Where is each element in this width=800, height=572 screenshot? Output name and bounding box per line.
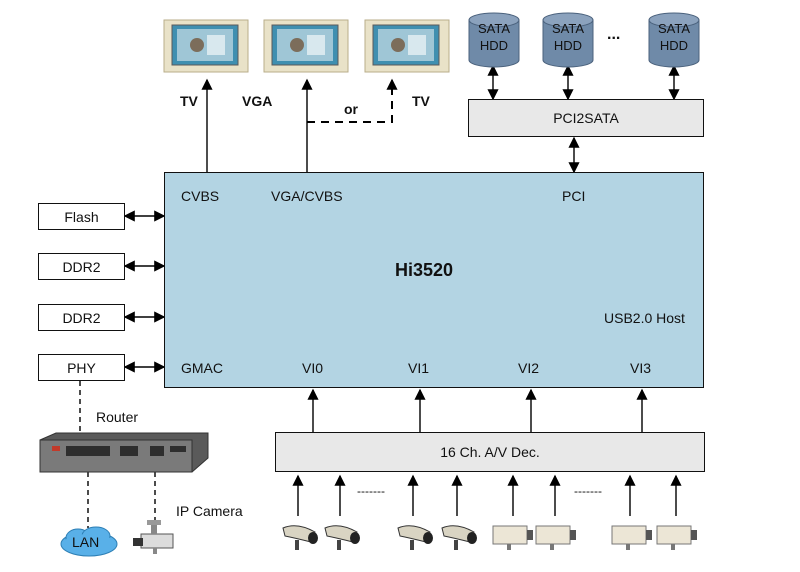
tv-output-label-2: TV — [412, 93, 430, 109]
vi0-port-label: VI0 — [302, 360, 324, 376]
vga-cvbs-port-label: VGA/CVBS — [271, 188, 343, 204]
hdd-icon — [542, 12, 594, 68]
camera-group-ellipsis-right: ------- — [574, 484, 602, 498]
router-icon — [39, 432, 209, 473]
or-dashed-path — [307, 84, 393, 123]
box-camera-icon-3 — [611, 525, 652, 550]
box-camera-icon-4 — [656, 525, 697, 550]
cvbs-port-label: CVBS — [181, 188, 220, 204]
ddr2-box-2: DDR2 — [38, 304, 125, 331]
vi2-port-label: VI2 — [518, 360, 540, 376]
or-label: or — [344, 101, 358, 117]
camera-group-ellipsis-left: ------- — [357, 484, 385, 498]
analog-camera-icon-1 — [282, 525, 318, 550]
vi1-port-label: VI1 — [408, 360, 430, 376]
tv-monitor-icon — [163, 19, 249, 73]
hi3520-soc-block: CVBS VGA/CVBS PCI Hi3520 USB2.0 Host GMA… — [164, 172, 704, 388]
box-camera-icon-2 — [535, 525, 576, 550]
sata-hdd-2: SATA HDD — [542, 12, 594, 68]
ip-camera-icon — [133, 520, 174, 554]
sata-hdd-3: SATA HDD — [648, 12, 700, 68]
hdd-line2: HDD — [479, 38, 509, 53]
analog-camera-icon-2 — [324, 525, 360, 550]
hdd-line2: HDD — [553, 38, 583, 53]
vga-output-label: VGA — [242, 93, 273, 109]
analog-camera-icon-3 — [397, 525, 433, 550]
hdd-line1: SATA — [657, 21, 691, 36]
lan-label: LAN — [72, 534, 100, 550]
ddr2-box-1: DDR2 — [38, 253, 125, 280]
usb-port-label: USB2.0 Host — [604, 310, 685, 326]
hdd-icon — [468, 12, 520, 68]
box-camera-icon-1 — [492, 525, 533, 550]
vi3-port-label: VI3 — [630, 360, 652, 376]
hdd-ellipsis: ... — [607, 26, 621, 43]
lan-cloud-icon — [60, 526, 118, 557]
router-label: Router — [96, 409, 139, 425]
tv-output-label: TV — [180, 93, 198, 109]
tv-monitor-icon-2 — [364, 19, 450, 73]
flash-box: Flash — [38, 203, 125, 230]
hdd-line2: HDD — [659, 38, 689, 53]
ip-camera-label: IP Camera — [176, 503, 243, 519]
analog-camera-icon-4 — [441, 525, 477, 550]
pci-port-label: PCI — [562, 188, 586, 204]
av-decoder-box: 16 Ch. A/V Dec. — [275, 432, 705, 472]
gmac-port-label: GMAC — [181, 360, 223, 376]
hdd-line1: SATA — [477, 21, 511, 36]
sata-hdd-1: SATA HDD — [468, 12, 520, 68]
vga-monitor-icon — [263, 19, 349, 73]
soc-title: Hi3520 — [395, 260, 454, 280]
hdd-line1: SATA — [551, 21, 585, 36]
pci2sata-box: PCI2SATA — [468, 99, 704, 137]
hdd-icon — [648, 12, 700, 68]
phy-box: PHY — [38, 354, 125, 381]
